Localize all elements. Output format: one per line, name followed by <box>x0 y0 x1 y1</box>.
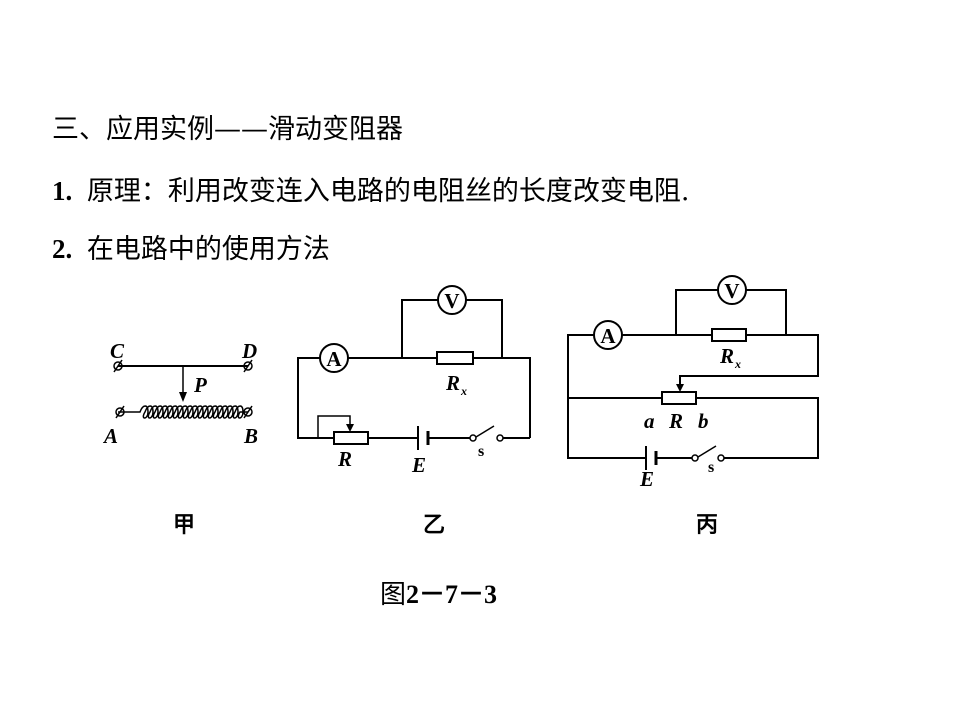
heading-text: 三、应用实例——滑动变阻器 <box>52 114 403 145</box>
resistor-rx <box>436 351 474 365</box>
figure-caption-number: 2－7－3 <box>406 580 498 609</box>
voltmeter-label: V <box>724 279 739 303</box>
label-e: E <box>639 467 654 491</box>
terminal-b <box>243 405 253 419</box>
label-rx-sub: x <box>734 357 741 371</box>
caption-jia: 甲 <box>173 512 196 538</box>
label-s: s <box>478 443 484 460</box>
wire <box>401 299 438 358</box>
voltmeter-label: V <box>444 289 459 313</box>
slider-p <box>179 366 187 402</box>
usage-item: 2. 在电路中的使用方法 <box>52 234 330 265</box>
item-text: 原理：利用改变连入电路的电阻丝的长度改变电阻. <box>86 176 690 207</box>
terminal-a <box>115 405 125 419</box>
switch-s <box>475 425 495 438</box>
item-text: 在电路中的使用方法 <box>86 234 330 265</box>
item-separator: . <box>65 176 73 206</box>
rheostat-r <box>333 431 369 445</box>
resistance-coil <box>118 405 248 419</box>
label-b-end: b <box>698 409 709 433</box>
item-separator: . <box>65 234 73 264</box>
section-heading: 三、应用实例——滑动变阻器 <box>52 116 403 143</box>
label-c: C <box>110 339 125 363</box>
caption-yi: 乙 <box>423 512 446 538</box>
figure-caption: 图2－7－3 <box>380 574 497 611</box>
label-e: E <box>411 453 426 477</box>
panel-bing: V A R x a R b E s <box>567 275 819 491</box>
terminal-c <box>113 359 123 373</box>
principle-item: 1. 原理：利用改变连入电路的电阻丝的长度改变电阻. <box>52 176 690 207</box>
terminal-d <box>243 359 253 373</box>
label-rx-sub: x <box>460 384 467 398</box>
voltmeter: V <box>437 285 467 315</box>
wire <box>466 299 503 358</box>
caption-bing: 丙 <box>696 512 719 538</box>
label-d: D <box>241 339 257 363</box>
label-rx: R <box>719 344 734 368</box>
label-rx: R <box>445 371 460 395</box>
panel-jia: C D P A B <box>102 339 258 448</box>
ammeter: A <box>593 320 623 350</box>
figure-caption-prefix: 图 <box>380 580 407 610</box>
panel-yi: V A R x R E s <box>297 285 531 477</box>
item-number: 2 <box>52 234 66 264</box>
label-s: s <box>708 459 714 476</box>
ammeter-label: A <box>600 324 616 348</box>
label-a: A <box>102 424 118 448</box>
switch-s <box>697 445 717 458</box>
voltmeter: V <box>717 275 747 305</box>
label-a-end: a <box>644 409 655 433</box>
ammeter-label: A <box>326 347 342 371</box>
label-b: B <box>243 424 258 448</box>
slider-wire <box>317 415 351 438</box>
label-r: R <box>337 447 352 471</box>
label-p: P <box>193 373 207 397</box>
rheostat-r <box>661 391 697 405</box>
ammeter: A <box>319 343 349 373</box>
item-number: 1 <box>52 176 66 206</box>
resistor-rx <box>711 328 747 342</box>
label-r: R <box>668 409 683 433</box>
